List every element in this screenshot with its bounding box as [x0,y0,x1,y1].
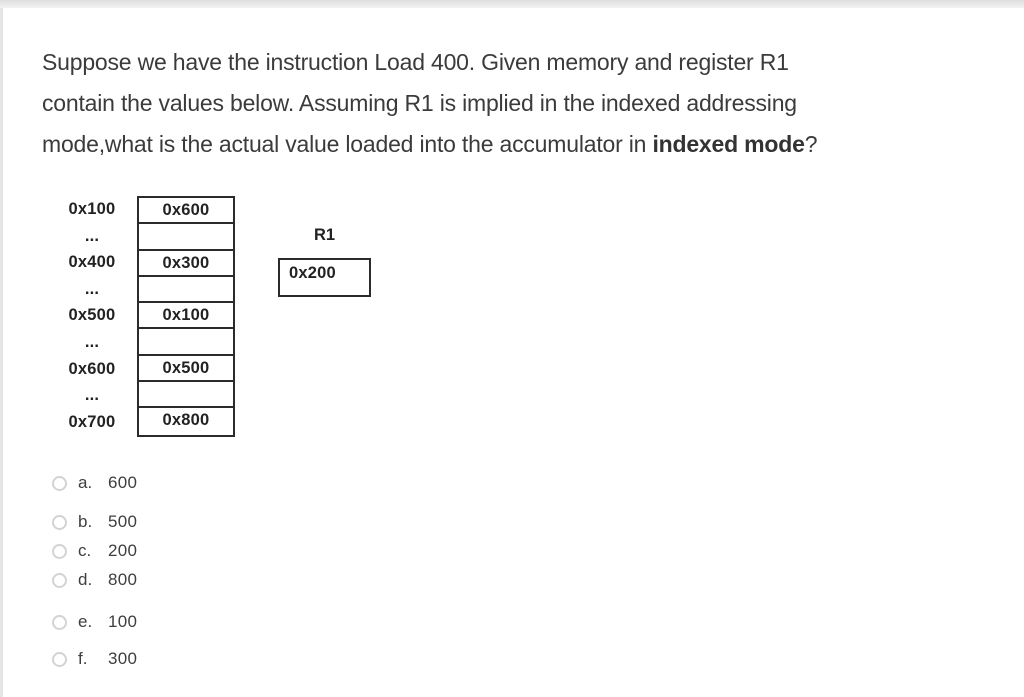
answer-option-e[interactable]: e. 100 [52,611,137,633]
answer-option-b[interactable]: b. 500 [52,511,137,533]
memory-address-label: 0x600 [68,359,116,378]
memory-cell: 0x100 [139,303,233,330]
option-letter: b. [78,512,93,531]
radio-button[interactable] [52,651,67,667]
question-line-1: Suppose we have the instruction Load 400… [42,49,789,75]
page-left-edge [0,8,3,697]
memory-cell: 0x600 [139,198,233,225]
question-line-3-regular: mode,what is the actual value loaded int… [42,131,653,157]
memory-cell-empty [139,382,233,409]
option-letter: f. [78,649,88,668]
option-value: 100 [108,612,138,631]
memory-address-column: 0x100 ... 0x400 ... 0x500 ... 0x600 ... … [64,196,120,435]
option-value: 500 [108,512,138,531]
memory-cell: 0x800 [162,411,210,430]
memory-table: 0x600 0x300 0x100 0x500 0x800 [137,196,235,437]
question-text: Suppose we have the instruction Load 400… [42,42,992,165]
answer-option-f[interactable]: f. 300 [52,648,137,670]
memory-cell: 0x300 [139,251,233,277]
memory-cell-empty [139,329,233,356]
page-top-edge [0,0,1024,8]
memory-address-ellipsis: ... [84,279,100,298]
option-letter: a. [78,473,93,492]
register-name-label: R1 [313,226,336,244]
radio-button[interactable] [52,514,67,530]
option-value: 200 [108,541,138,560]
memory-address-label: 0x700 [68,412,116,431]
register-value-box: 0x200 [278,258,371,297]
question-line-3: mode,what is the actual value loaded int… [42,124,992,165]
memory-address-label: 0x400 [68,253,116,272]
option-value: 600 [108,473,138,492]
option-value: 800 [108,570,138,589]
option-letter: d. [78,570,93,589]
radio-button[interactable] [52,572,67,588]
memory-cell-empty [139,277,233,304]
answer-option-a[interactable]: a. 600 [52,472,137,494]
radio-button[interactable] [52,543,67,559]
radio-button[interactable] [52,475,67,491]
memory-cell: 0x500 [139,356,233,383]
memory-address-ellipsis: ... [84,226,100,245]
radio-button[interactable] [52,614,67,630]
question-bold-emphasis: indexed mode [652,131,805,157]
option-letter: c. [78,541,92,560]
memory-diagram: 0x100 ... 0x400 ... 0x500 ... 0x600 ... … [0,196,1024,441]
memory-address-label: 0x500 [68,306,116,325]
memory-address-label: 0x100 [68,200,116,218]
answer-option-c[interactable]: c. 200 [52,540,137,562]
option-letter: e. [78,612,93,631]
question-line-3-punctuation: ? [804,131,818,157]
memory-cell-empty [139,224,233,251]
answer-option-d[interactable]: d. 800 [52,569,137,591]
question-line-2: contain the values below. Assuming R1 is… [42,90,797,116]
memory-address-ellipsis: ... [84,332,100,351]
register-value: 0x200 [289,264,336,282]
option-value: 300 [108,649,138,668]
memory-address-ellipsis: ... [84,386,100,405]
